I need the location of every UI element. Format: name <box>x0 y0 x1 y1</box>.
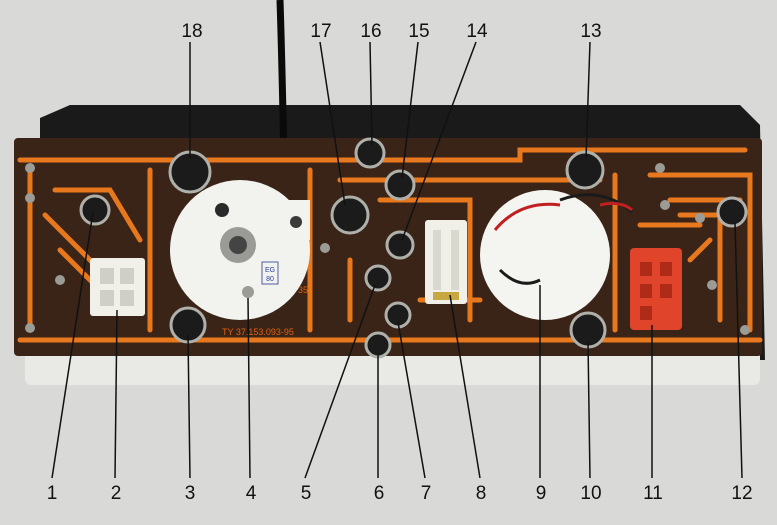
callout-8: 8 <box>475 483 487 504</box>
leader-lines <box>51 41 743 479</box>
lamp-socket-17 <box>330 195 370 235</box>
callout-16: 16 <box>360 21 382 42</box>
callout-13: 13 <box>580 21 602 42</box>
callout-9: 9 <box>535 483 547 504</box>
callout-14: 14 <box>466 21 488 42</box>
lamp-socket-6 <box>364 331 392 359</box>
dial-label: EG 80 <box>261 261 279 285</box>
lamp-socket-10 <box>569 311 607 349</box>
white-connector-center <box>425 220 467 304</box>
callout-4: 4 <box>245 483 257 504</box>
callout-3: 3 <box>184 483 196 504</box>
callout-10: 10 <box>580 483 602 504</box>
callout-18: 18 <box>181 21 203 42</box>
gauge-backplate <box>480 190 633 320</box>
dial-label-line-2: 80 <box>266 276 274 283</box>
lamp-socket-16 <box>354 137 386 169</box>
callout-5: 5 <box>300 483 312 504</box>
callout-17: 17 <box>310 21 332 42</box>
lamp-socket-5 <box>364 264 392 292</box>
lamp-socket-14 <box>385 230 415 260</box>
lamp-socket-15 <box>384 169 416 201</box>
callout-7: 7 <box>420 483 432 504</box>
mounting-screws <box>25 163 750 335</box>
speedometer-backplate <box>170 180 310 320</box>
callout-15: 15 <box>408 21 430 42</box>
red-connector <box>630 248 682 330</box>
lamp-socket-12 <box>716 196 748 228</box>
callout-2: 2 <box>110 483 122 504</box>
dial-label-line-1: EG <box>265 267 275 274</box>
callout-11: 11 <box>643 483 663 504</box>
callout-1: 1 <box>46 483 58 504</box>
lamp-socket-13 <box>565 150 605 190</box>
pcb-part-number: TY 37.153.093-95 <box>222 327 294 337</box>
white-connector-left <box>90 258 145 316</box>
lamp-sockets <box>79 137 748 359</box>
lamp-socket-1 <box>79 194 111 226</box>
callout-12: 12 <box>731 483 753 504</box>
lamp-socket-7 <box>384 301 412 329</box>
callout-6: 6 <box>373 483 385 504</box>
pcb-small-marking: 35 <box>298 285 309 295</box>
